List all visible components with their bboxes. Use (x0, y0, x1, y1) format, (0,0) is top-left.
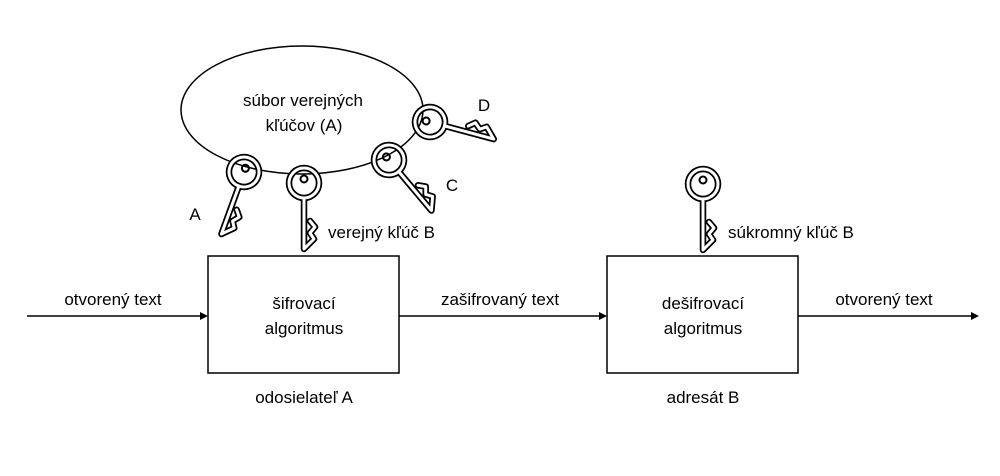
private-key-b-icon (688, 169, 718, 250)
decrypt-box (606, 255, 799, 374)
recipient-caption: adresát B (667, 388, 740, 407)
decrypt-box-line2: algoritmus (664, 319, 742, 338)
encrypted-text-label: zašifrovaný text (441, 290, 559, 309)
private-key-label: súkromný kľúč B (728, 223, 854, 242)
keyset-label-line2: kľúčov (A) (266, 116, 343, 135)
key-a-icon (207, 153, 263, 239)
key-c-label: C (446, 176, 458, 195)
keyset-ellipse (180, 45, 424, 175)
encrypt-box-line1: šifrovací (272, 294, 336, 313)
public-key-label: verejný kľúč B (328, 223, 435, 242)
key-d-label: D (478, 96, 490, 115)
output-text-label: otvorený text (835, 290, 933, 309)
input-text-label: otvorený text (64, 290, 162, 309)
input-arrowhead (200, 312, 208, 320)
keyset-label-line1: súbor verejných (243, 91, 363, 110)
key-c-icon (368, 139, 443, 220)
encrypt-box (207, 255, 400, 374)
middle-arrowhead (599, 312, 607, 320)
key-a-label: A (189, 205, 201, 224)
sender-caption: odosielateľ A (255, 388, 353, 407)
decrypt-box-line1: dešifrovací (662, 294, 744, 313)
encrypt-box-line2: algoritmus (265, 319, 343, 338)
public-key-b-icon (289, 168, 319, 249)
output-arrowhead (971, 312, 979, 320)
